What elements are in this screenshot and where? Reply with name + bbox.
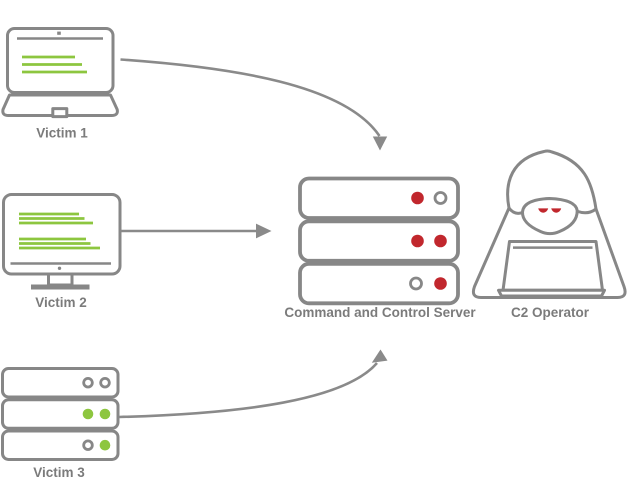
hacker-eye-left-icon xyxy=(538,208,549,213)
led-off xyxy=(409,276,423,291)
hood-rim-right xyxy=(576,207,598,215)
arrow-victim1-to-c2 xyxy=(120,58,388,151)
arrowhead-right-icon xyxy=(256,223,272,239)
server-unit xyxy=(1,367,120,399)
led-green xyxy=(82,408,94,420)
arrow-curve xyxy=(118,362,378,419)
led-red xyxy=(434,277,447,290)
led-red xyxy=(411,191,424,205)
arrowhead-up-icon xyxy=(371,349,388,363)
led-off xyxy=(82,439,94,451)
victim3-server-icon xyxy=(1,367,120,461)
monitor-screen xyxy=(2,193,122,276)
led-off xyxy=(82,377,94,389)
arrow-victim2-to-c2 xyxy=(120,223,272,239)
hacker-face xyxy=(521,197,579,236)
laptop-screen xyxy=(6,27,115,94)
hacker-eye-right-icon xyxy=(551,208,562,213)
led-red xyxy=(411,234,424,248)
victim3-label: Victim 3 xyxy=(33,465,85,480)
server-unit xyxy=(1,429,120,461)
laptop-camera-icon xyxy=(57,31,61,35)
c2-operator-label: C2 Operator xyxy=(511,305,590,320)
victim2-monitor-icon xyxy=(2,193,122,290)
led-green xyxy=(99,439,111,451)
server-unit xyxy=(298,176,460,220)
laptop-base xyxy=(1,93,119,117)
server-unit xyxy=(298,219,460,263)
victim1-laptop-icon xyxy=(1,27,119,119)
c2-server-label: Command and Control Server xyxy=(284,305,476,320)
laptop-touchpad xyxy=(51,107,69,119)
led-green xyxy=(99,408,111,420)
operator-laptop-base xyxy=(497,288,606,298)
c2-server-icon xyxy=(298,176,460,306)
victim2-label: Victim 2 xyxy=(35,295,87,310)
led-off xyxy=(433,191,448,205)
server-unit xyxy=(1,398,120,430)
arrowhead-down-icon xyxy=(372,136,388,151)
arrow-victim3-to-c2 xyxy=(118,349,388,419)
led-red xyxy=(434,234,447,248)
server-unit xyxy=(298,261,460,306)
c2-operator-icon xyxy=(471,149,627,299)
victim1-label: Victim 1 xyxy=(36,126,88,141)
monitor-power-dot-icon xyxy=(57,266,62,270)
arrow-curve xyxy=(120,58,381,137)
led-off xyxy=(99,377,111,389)
monitor-stand xyxy=(47,272,74,287)
